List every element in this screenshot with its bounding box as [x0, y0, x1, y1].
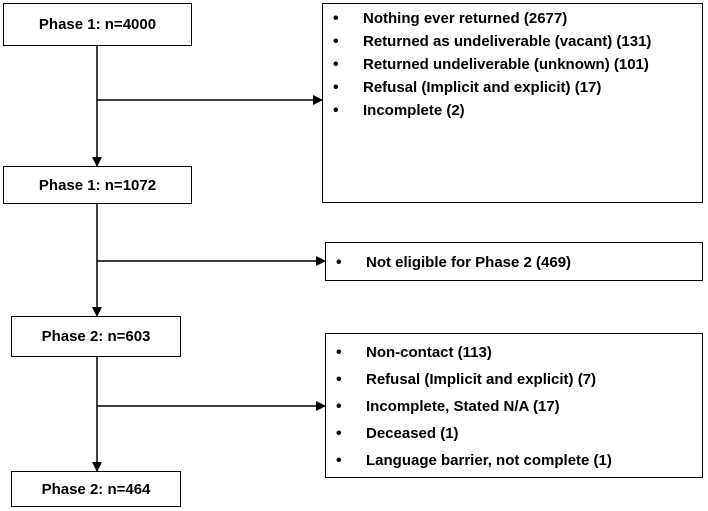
exclusion-item: Nothing ever returned (2677) — [333, 7, 696, 30]
exclusion-box-1: Nothing ever returned (2677) Returned as… — [322, 3, 703, 203]
exclusion-item: Language barrier, not complete (1) — [336, 447, 696, 474]
exclusion-item: Refusal (Implicit and explicit) (7) — [336, 366, 696, 393]
exclusion-list-1: Nothing ever returned (2677) Returned as… — [333, 7, 696, 122]
exclusion-box-3: Non-contact (113) Refusal (Implicit and … — [325, 333, 703, 478]
exclusion-box-2: Not eligible for Phase 2 (469) — [325, 242, 703, 281]
stage-box-1: Phase 1: n=4000 — [3, 3, 192, 46]
exclusion-item: Incomplete, Stated N/A (17) — [336, 393, 696, 420]
exclusion-list-3: Non-contact (113) Refusal (Implicit and … — [336, 339, 696, 474]
stage-box-3: Phase 2: n=603 — [11, 316, 181, 357]
stage-label-1: Phase 1: n=4000 — [38, 16, 157, 33]
exclusion-item: Refusal (Implicit and explicit) (17) — [333, 76, 696, 99]
stage-box-4: Phase 2: n=464 — [11, 471, 181, 507]
stage-label-4: Phase 2: n=464 — [41, 480, 151, 498]
stage-label-3: Phase 2: n=603 — [41, 328, 151, 345]
exclusion-item: Deceased (1) — [336, 420, 696, 447]
exclusion-item: Incomplete (2) — [333, 99, 696, 122]
exclusion-item: Returned undeliverable (unknown) (101) — [333, 53, 696, 76]
exclusion-item: Not eligible for Phase 2 (469) — [336, 251, 696, 274]
stage-box-2: Phase 1: n=1072 — [3, 166, 192, 204]
stage-label-2: Phase 1: n=1072 — [38, 176, 157, 194]
exclusion-list-2: Not eligible for Phase 2 (469) — [336, 251, 696, 274]
exclusion-item: Returned as undeliverable (vacant) (131) — [333, 30, 696, 53]
exclusion-item: Non-contact (113) — [336, 339, 696, 366]
